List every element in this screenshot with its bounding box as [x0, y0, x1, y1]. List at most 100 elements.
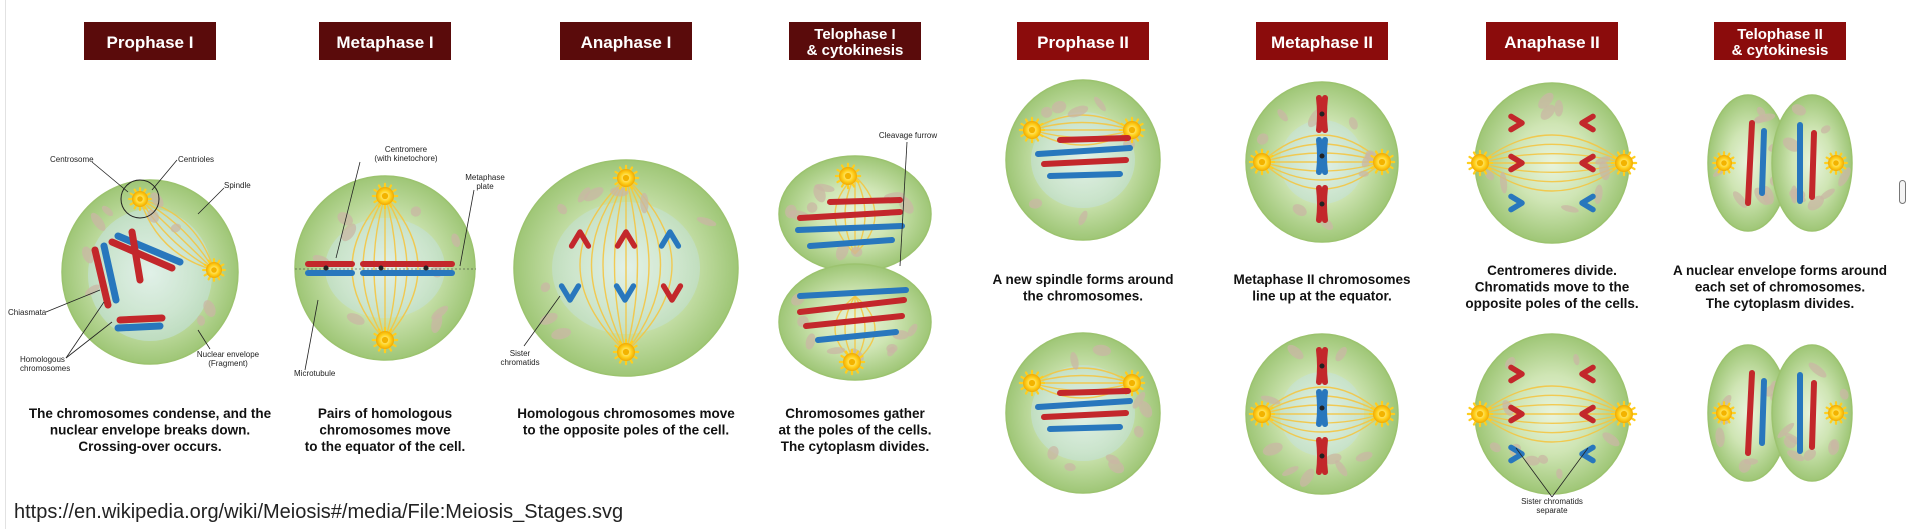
chromatid [1508, 153, 1525, 173]
stage-title-box [84, 22, 216, 60]
spindle-fiber [1479, 413, 1625, 424]
centrosome-icon [1466, 149, 1494, 177]
organelle [1260, 395, 1281, 405]
organelle [1094, 96, 1106, 112]
organelle [1602, 432, 1620, 447]
spindle-fiber [1261, 161, 1383, 181]
organelle [1787, 450, 1804, 462]
stage-title-box [1256, 22, 1388, 60]
source-url[interactable]: https://en.wikipedia.org/wiki/Meiosis#/m… [14, 501, 624, 523]
leader-line [91, 161, 129, 193]
chromosome [1759, 378, 1767, 446]
stage-title-box [1714, 22, 1846, 60]
organelle [1489, 442, 1501, 453]
caption-line: the chromosomes. [1023, 289, 1143, 304]
chromosome [827, 197, 903, 205]
scrollbar-thumb[interactable] [1899, 180, 1906, 204]
chromatid [1579, 113, 1596, 133]
leader-line [304, 299, 319, 371]
organelle [1287, 344, 1304, 360]
organelle [1335, 460, 1348, 477]
leader-line [197, 329, 211, 350]
spindle-fiber [139, 198, 215, 271]
chromosome [1057, 135, 1131, 143]
spindle-fiber [351, 195, 386, 341]
stage-title-line1: Telophase II [1737, 26, 1823, 43]
centrosome-icon [1466, 400, 1494, 428]
callout-label: Centromere(with kinetochore) [374, 145, 437, 163]
organelle [907, 323, 918, 337]
chromosome [1809, 380, 1817, 450]
chromosome-pair [1316, 437, 1328, 475]
spindle-fiber [373, 195, 386, 341]
chromatid [1508, 364, 1525, 384]
organelle [1753, 116, 1767, 124]
caption-line: to the opposite poles of the cell. [523, 423, 729, 438]
caption-line: line up at the equator. [1252, 289, 1392, 304]
caption-line: A nuclear envelope forms around [1673, 263, 1887, 278]
organelle [431, 305, 449, 320]
callout-label: Spindle [224, 181, 251, 190]
leader-line [1515, 447, 1553, 498]
chromosome [1047, 171, 1123, 179]
leader-line [65, 301, 105, 359]
organelle [150, 192, 164, 208]
spindle-fiber [1479, 394, 1625, 415]
leader-line [335, 161, 361, 259]
organelle [1277, 109, 1288, 122]
spindle-fiber [139, 198, 215, 271]
chromatid [568, 229, 592, 249]
callout-label: Centrosome [50, 155, 94, 164]
spindle-fiber [625, 177, 639, 353]
organelle [1078, 210, 1088, 226]
chromosome-pair [1316, 389, 1328, 427]
chromatid [658, 229, 682, 249]
cell-anaphase-2-2 [1466, 333, 1638, 495]
leader-line [1551, 447, 1589, 498]
stage-title-1: Prophase I [84, 22, 216, 60]
centrosome-icon [834, 162, 862, 190]
stage-title-box [560, 22, 692, 60]
organelle [203, 300, 216, 317]
chromosome [1035, 145, 1133, 157]
cell-metaphase-2-1 [1245, 81, 1399, 243]
organelle [1282, 466, 1299, 477]
spindle-fiber [1479, 385, 1625, 415]
chromatid [558, 283, 582, 303]
cell-anaphase-2-1 [1466, 82, 1638, 244]
chromatid [613, 283, 637, 303]
caption-line: nuclear envelope breaks down. [50, 423, 250, 438]
organelle [806, 202, 818, 213]
callout-text: (Fragment) [208, 359, 248, 368]
organelle [1782, 137, 1800, 152]
organelle [1051, 100, 1067, 114]
stage-title-box [789, 22, 921, 60]
centrosome-icon [1248, 148, 1276, 176]
callout-text: Homologous [20, 355, 65, 364]
organelle [1808, 362, 1827, 378]
chromosome [116, 314, 166, 324]
organelle [90, 212, 106, 231]
cell-anaphase-1 [513, 159, 739, 377]
organelle [1047, 446, 1059, 460]
centrosome-icon [1018, 369, 1046, 397]
page-left-border [5, 0, 6, 529]
spindle-fiber [613, 177, 627, 353]
organelle [1092, 344, 1112, 357]
organelle [1538, 92, 1554, 109]
leader-line [523, 295, 561, 347]
chromatid [1579, 404, 1596, 424]
leader-line [899, 141, 908, 267]
spindle-fiber [384, 195, 408, 341]
callout-text: Centrosome [50, 155, 94, 164]
chromatid [614, 229, 638, 249]
organelle [147, 209, 160, 223]
spindle-fiber [1479, 404, 1625, 415]
centrosome-icon [612, 338, 640, 366]
organelle [1540, 104, 1556, 120]
stage-title-box [1017, 22, 1149, 60]
caption-line: Metaphase II chromosomes [1233, 272, 1410, 287]
stage-title-6: Metaphase II [1256, 22, 1388, 60]
chromosome [1745, 120, 1755, 206]
